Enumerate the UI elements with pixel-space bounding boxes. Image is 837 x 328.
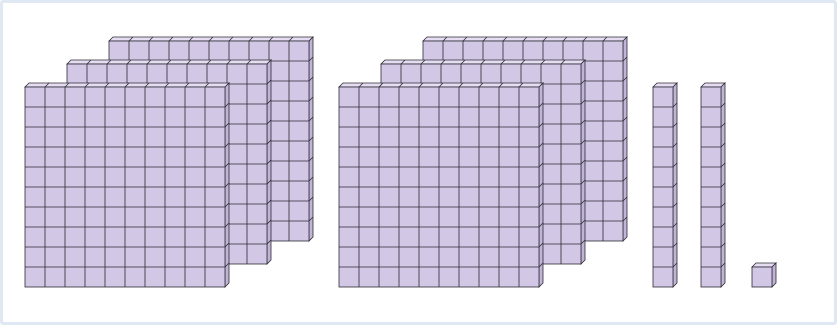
ten-rod [701,83,725,287]
base-ten-blocks-diagram [3,3,837,328]
block-side-face [772,263,776,287]
tens-rods [653,83,725,287]
one-unit-cube [752,263,776,287]
hundred-flat [339,83,543,287]
block-front-face [752,267,772,287]
hundreds-flat-stack-1 [25,37,313,287]
ones-unit-cubes [752,263,776,287]
hundreds-flat-stack-2 [339,37,627,287]
hundred-flat [25,83,229,287]
ten-rod [653,83,677,287]
